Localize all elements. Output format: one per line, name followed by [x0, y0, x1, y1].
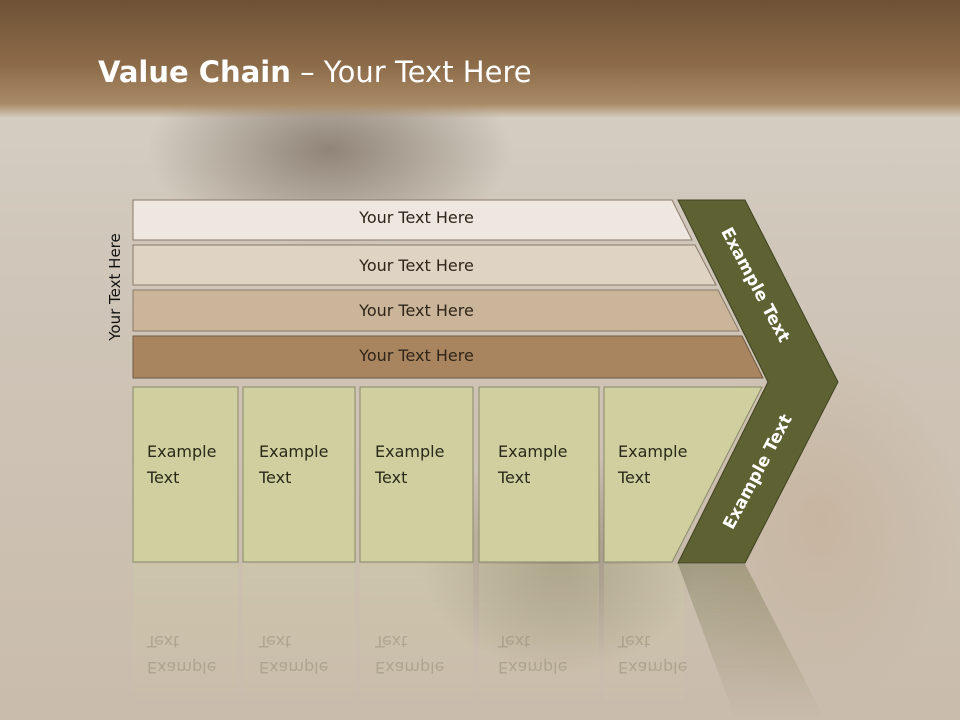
activity-label-3-reflection: Example Text: [375, 632, 445, 677]
slide-title[interactable]: Value Chain – Your Text Here: [98, 55, 532, 89]
bar-label-3: Your Text Here: [359, 301, 474, 320]
bar-label-4: Your Text Here: [359, 346, 474, 365]
title-rest: – Your Text Here: [290, 55, 532, 89]
bar-label-1: Your Text Here: [359, 208, 474, 227]
activity-box-4[interactable]: [478, 386, 600, 563]
activity-label-2-reflection: Example Text: [259, 632, 329, 677]
activity-label-4-reflection: Example Text: [498, 632, 568, 677]
header-band: [0, 0, 960, 118]
activity-label-5-reflection: Example Text: [618, 632, 688, 677]
bar-label-2: Your Text Here: [359, 256, 474, 275]
activity-label-3: Example Text: [375, 442, 445, 487]
bar-shape-3[interactable]: [132, 289, 740, 332]
activity-box-1[interactable]: [132, 386, 239, 563]
bar-shape-1[interactable]: [132, 199, 693, 241]
activity-box-5[interactable]: [603, 386, 763, 563]
activity-label-1: Example Text: [147, 442, 217, 487]
activity-box-2[interactable]: [242, 386, 356, 563]
activity-box-3[interactable]: [359, 386, 474, 563]
activity-label-4: Example Text: [498, 442, 568, 487]
bar-shape-2[interactable]: [132, 244, 717, 286]
margin-chevron[interactable]: [677, 199, 839, 564]
activity-label-1-reflection: Example Text: [147, 632, 217, 677]
reflection-group: [133, 564, 826, 720]
title-bold: Value Chain: [98, 55, 291, 89]
activity-label-5: Example Text: [618, 442, 688, 487]
bar-shape-4[interactable]: [132, 335, 764, 379]
activity-label-2: Example Text: [259, 442, 329, 487]
